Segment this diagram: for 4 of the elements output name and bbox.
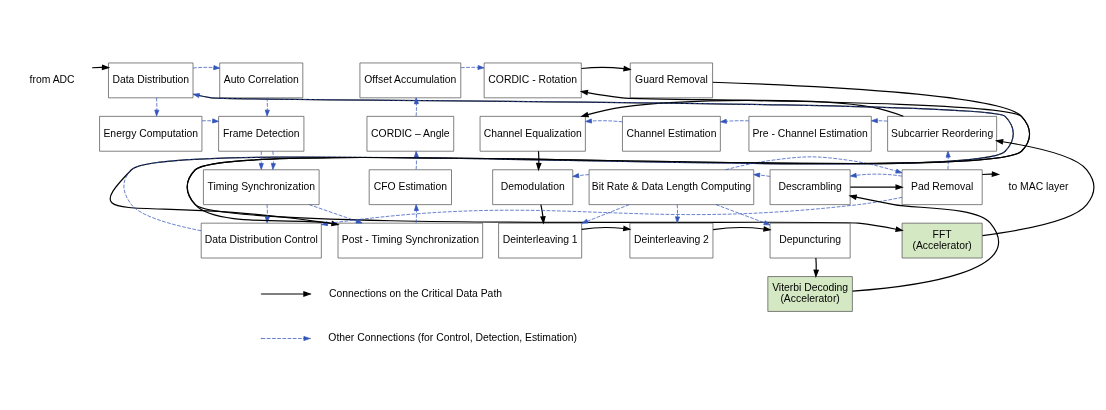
- node-text: from ADC: [29, 74, 75, 86]
- legend-label: Connections on the Critical Data Path: [329, 287, 503, 299]
- node-text: to MAC layer: [1008, 180, 1069, 192]
- legend-label: Other Connections (for Control, Detection, Estimation): [328, 332, 577, 344]
